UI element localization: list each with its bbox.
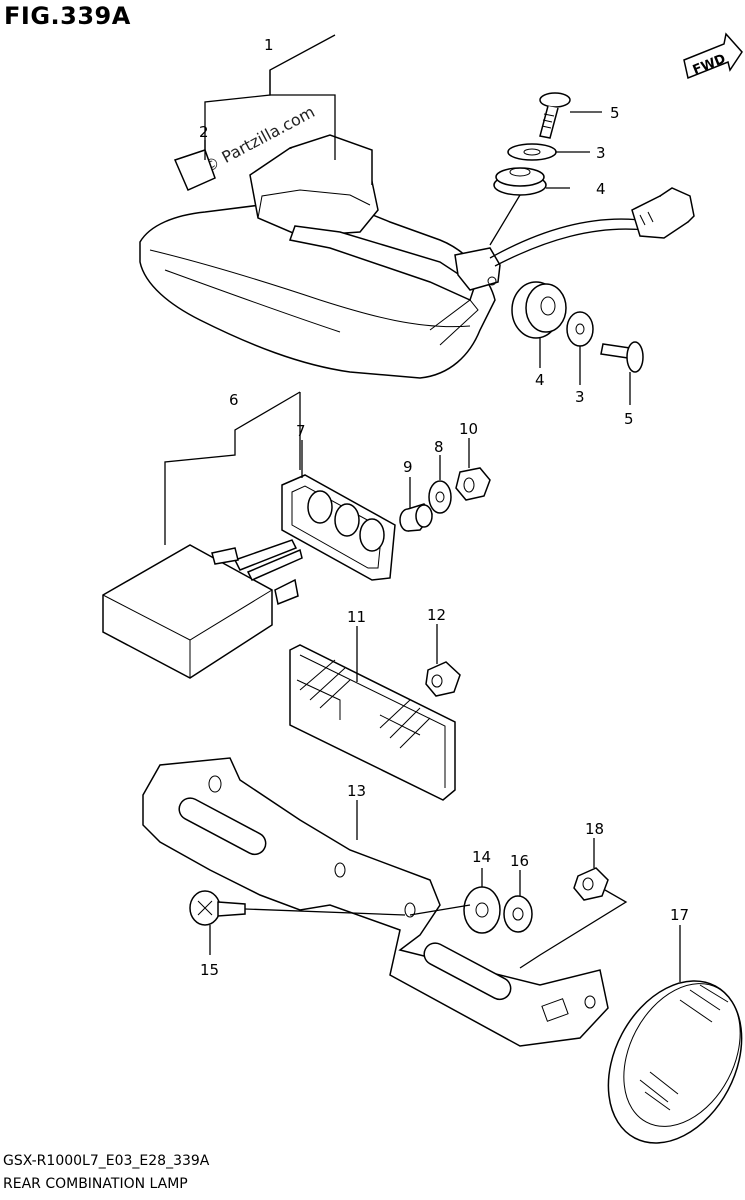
washer-14 [463, 886, 501, 934]
grommet-lower [511, 281, 567, 339]
leader-lines [164, 34, 681, 982]
callout-14: 14 [472, 848, 491, 866]
figure-name: REAR COMBINATION LAMP [3, 1176, 188, 1192]
screw-15 [189, 890, 246, 926]
nut-18 [573, 867, 609, 901]
license-lamp [102, 539, 303, 679]
callout-2: 2 [199, 123, 209, 141]
washer-lower [566, 311, 594, 347]
callout-12: 12 [427, 606, 446, 624]
lamp-lens [281, 474, 396, 581]
callout-9: 9 [403, 458, 413, 476]
screw-lower [600, 341, 644, 373]
nut-10 [455, 467, 491, 501]
tail-lamp-assembly [139, 134, 695, 379]
washer-8 [428, 480, 452, 514]
callout-10: 10 [459, 420, 478, 438]
callout-11: 11 [347, 608, 366, 626]
callout-3-upper: 3 [596, 144, 606, 162]
reflector-round [607, 980, 743, 1144]
figure-title: FIG.339A [4, 2, 131, 30]
callout-15: 15 [200, 961, 219, 979]
callout-1: 1 [264, 36, 274, 54]
callout-6: 6 [229, 391, 239, 409]
callout-5-upper: 5 [610, 104, 620, 122]
collar [399, 503, 433, 532]
callout-17: 17 [670, 906, 689, 924]
reflector-rect [289, 644, 456, 801]
fwd-badge: FWD [683, 32, 743, 80]
screw-upper [539, 92, 571, 139]
callout-4-upper: 4 [596, 180, 606, 198]
washer-upper [507, 143, 557, 161]
callout-8: 8 [434, 438, 444, 456]
nut-16 [503, 895, 533, 933]
callout-4-lower: 4 [535, 371, 545, 389]
callout-16: 16 [510, 852, 529, 870]
grommet-upper [493, 167, 547, 196]
callout-3-lower: 3 [575, 388, 585, 406]
nut-12 [425, 661, 461, 697]
bracket [142, 757, 609, 1047]
figure-code: GSX-R1000L7_E03_E28_339A [3, 1153, 210, 1169]
callout-labels: 1 2 5 3 4 4 3 5 6 7 8 9 10 11 12 13 14 1… [199, 36, 689, 979]
callout-5-lower: 5 [624, 410, 634, 428]
callout-18: 18 [585, 820, 604, 838]
callout-13: 13 [347, 782, 366, 800]
callout-7: 7 [296, 422, 306, 440]
